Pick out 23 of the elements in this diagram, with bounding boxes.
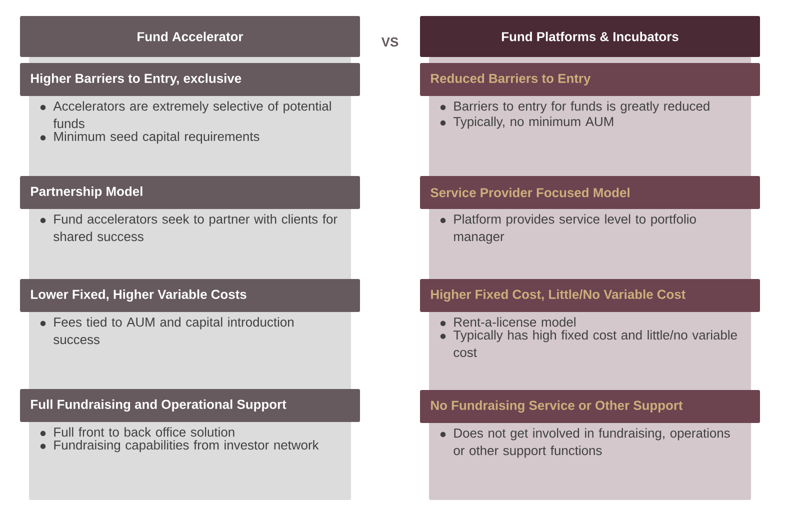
column-header: Fund Platforms & Incubators <box>420 16 760 57</box>
bullet-point: Fees tied to AUM and capital introduction success <box>40 317 294 344</box>
bullet-point: Typically, no minimum AUM <box>440 116 614 129</box>
section-header: Higher Barriers to Entry, exclusive <box>20 63 360 96</box>
section-header: Reduced Barriers to Entry <box>420 63 760 96</box>
bullet-point: Does not get involved in fundraising, operations or other support functions <box>440 428 730 458</box>
bullet-point: Fund accelerators seek to partner with clients for shared success <box>40 214 338 242</box>
bullet-point: Minimum seed capital requirements <box>40 132 260 144</box>
vs-label: VS <box>381 37 398 47</box>
section-header: No Fundraising Service or Other Support <box>420 390 760 423</box>
section-header: Service Provider Focused Model <box>420 176 760 209</box>
bullet-point: Barriers to entry for funds is greatly reduced <box>440 101 710 114</box>
bullet-point: Rent-a-license model <box>440 317 576 327</box>
bullet-point: Fundraising capabilities from investor network <box>40 440 319 452</box>
section-header: Partnership Model <box>20 176 360 209</box>
section-header: Higher Fixed Cost, Little/No Variable Cost <box>420 279 760 312</box>
bullet-point: Full front to back office solution <box>40 427 234 437</box>
column-header: Fund Accelerator <box>20 16 360 57</box>
bullet-point: Typically has high fixed cost and little/no variable cost <box>440 330 737 358</box>
bullet-point: Platform provides service level to portfolio manager <box>440 214 696 244</box>
bullet-point: Accelerators are extremely selective of potential funds <box>40 101 331 128</box>
section-header: Full Fundraising and Operational Support <box>20 389 360 422</box>
section-header: Lower Fixed, Higher Variable Costs <box>20 279 360 312</box>
